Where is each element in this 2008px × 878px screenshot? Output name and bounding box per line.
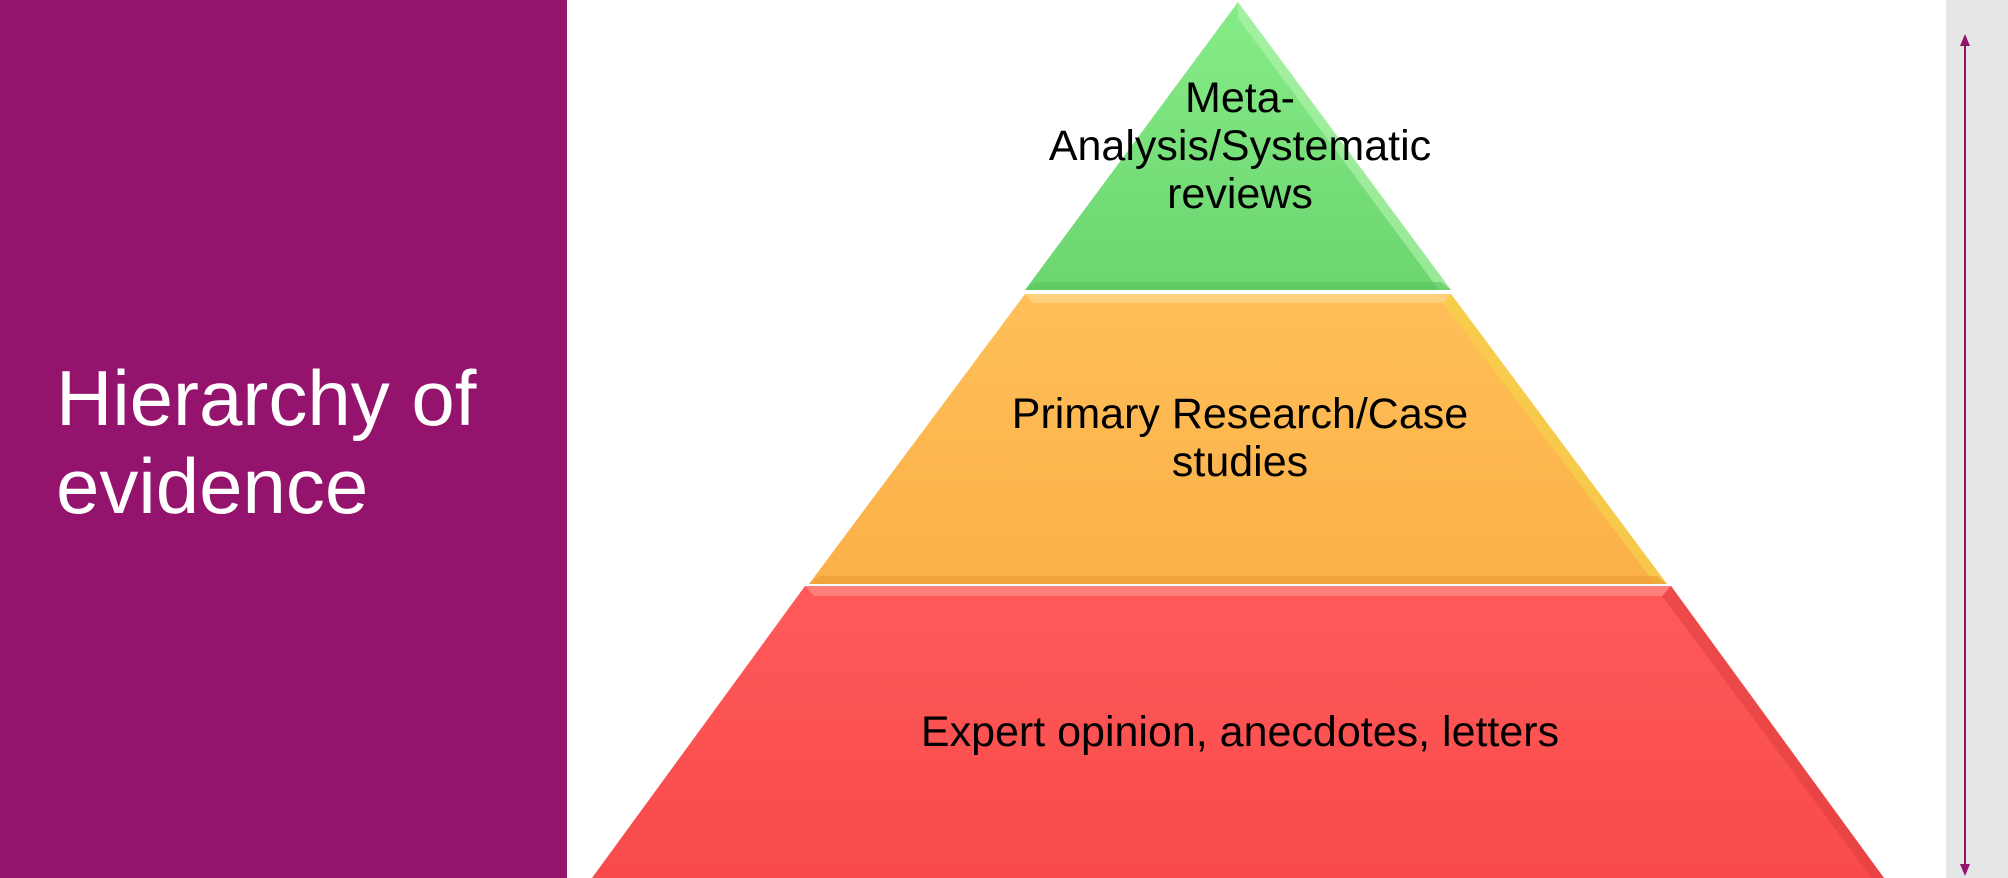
pyramid-tier-middle: [809, 294, 1667, 584]
pyramid-tier-bottom: [592, 586, 1884, 878]
tier-label-bottom: Expert opinion, anecdotes, letters: [920, 708, 1560, 756]
pyramid-tier-top: [1025, 2, 1451, 290]
vertical-arrow: [1960, 34, 1970, 876]
side-strip: [1946, 0, 2008, 878]
